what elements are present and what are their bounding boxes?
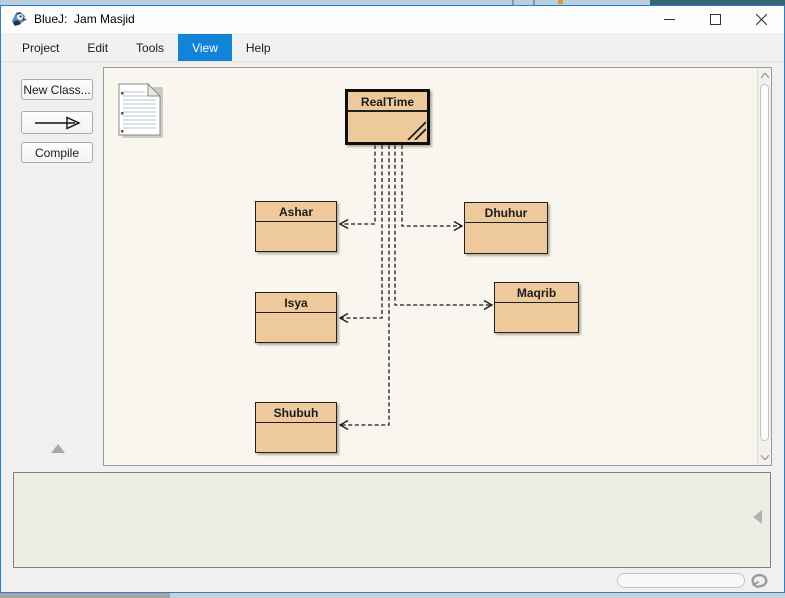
titlebar[interactable]: BlueJ: Jam Masjid — [1, 6, 784, 33]
menubar: Project Edit Tools View Help — [1, 33, 784, 62]
class-box-isya[interactable]: Isya — [255, 292, 337, 343]
arrowhead-icon — [338, 419, 349, 431]
dependency-edges — [338, 145, 494, 431]
arrowhead-icon — [338, 218, 349, 230]
menu-item-view[interactable]: View — [178, 34, 232, 61]
background-window-sliver-top — [0, 0, 785, 5]
class-box-maqrib[interactable]: Maqrib — [494, 282, 579, 333]
class-name-label: Maqrib — [495, 283, 578, 303]
class-name-label: Isya — [256, 293, 336, 313]
scroll-up-button[interactable] — [758, 69, 772, 82]
arrowhead-icon — [453, 220, 464, 232]
readme-paper-icon[interactable] — [117, 83, 167, 141]
diagram-vertical-scrollbar[interactable] — [757, 68, 771, 465]
background-window-sliver-bottom — [0, 593, 785, 598]
vm-progress-bar — [617, 573, 745, 588]
class-box-ashar[interactable]: Ashar — [255, 201, 337, 252]
minimize-button[interactable] — [646, 6, 692, 33]
maximize-button[interactable] — [692, 6, 738, 33]
class-body-compartment — [495, 303, 578, 331]
uses-edge-ashar — [340, 145, 376, 225]
dependency-arrow-button[interactable] — [21, 111, 93, 134]
class-body-compartment — [348, 112, 427, 141]
bench-expander-triangle[interactable] — [51, 444, 65, 453]
menu-item-tools[interactable]: Tools — [136, 40, 165, 55]
new-class-button[interactable]: New Class... — [21, 79, 93, 100]
menu-item-project[interactable]: Project — [22, 40, 60, 55]
window-controls — [646, 6, 784, 33]
codepad-panel[interactable] — [13, 472, 771, 568]
minimize-icon — [663, 19, 675, 20]
background-tab-divider — [512, 0, 514, 5]
menu-item-edit[interactable]: Edit — [87, 40, 109, 55]
close-icon — [755, 14, 767, 25]
class-box-shubuh[interactable]: Shubuh — [255, 402, 337, 453]
class-body-compartment — [256, 423, 336, 451]
chevron-up-icon — [761, 73, 769, 78]
uses-edge-maqrib — [394, 145, 492, 306]
class-name-label: Ashar — [256, 202, 336, 222]
bluej-app-icon — [12, 12, 27, 26]
class-body-compartment — [256, 313, 336, 341]
menu-item-help[interactable]: Help — [245, 40, 271, 55]
uses-edge-isya — [340, 145, 383, 319]
scroll-down-button[interactable] — [758, 451, 772, 464]
uses-edge-dhuhur — [401, 145, 462, 227]
arrowhead-icon — [483, 299, 494, 311]
class-name-label: Dhuhur — [465, 203, 547, 223]
uses-edge-shubuh — [340, 145, 390, 426]
class-body-compartment — [465, 223, 547, 252]
class-name-label: Shubuh — [256, 403, 336, 423]
class-name-label: RealTime — [348, 92, 427, 112]
background-gray-segment — [0, 593, 170, 598]
window-title: BlueJ: Jam Masjid — [34, 12, 135, 26]
maximize-icon — [709, 14, 721, 25]
background-tab-divider — [533, 0, 535, 5]
class-box-dhuhur[interactable]: Dhuhur — [464, 202, 548, 254]
uncompiled-stripes-icon — [407, 120, 426, 140]
arrowhead-icon — [338, 312, 349, 324]
close-button[interactable] — [738, 6, 784, 33]
compile-button[interactable]: Compile — [21, 142, 93, 163]
background-dark-segment — [650, 0, 785, 5]
class-body-compartment — [256, 222, 336, 250]
background-favicon-dot — [558, 0, 563, 4]
chevron-down-icon — [761, 455, 769, 460]
class-box-realtime[interactable]: RealTime — [345, 89, 430, 145]
scrollbar-thumb[interactable] — [760, 84, 769, 441]
dependency-arrow-icon — [35, 115, 81, 130]
bluej-window: BlueJ: Jam Masjid Project Edit Tools View He… — [0, 5, 785, 593]
vm-reset-icon — [751, 573, 768, 589]
codepad-collapse-triangle[interactable] — [753, 510, 762, 524]
